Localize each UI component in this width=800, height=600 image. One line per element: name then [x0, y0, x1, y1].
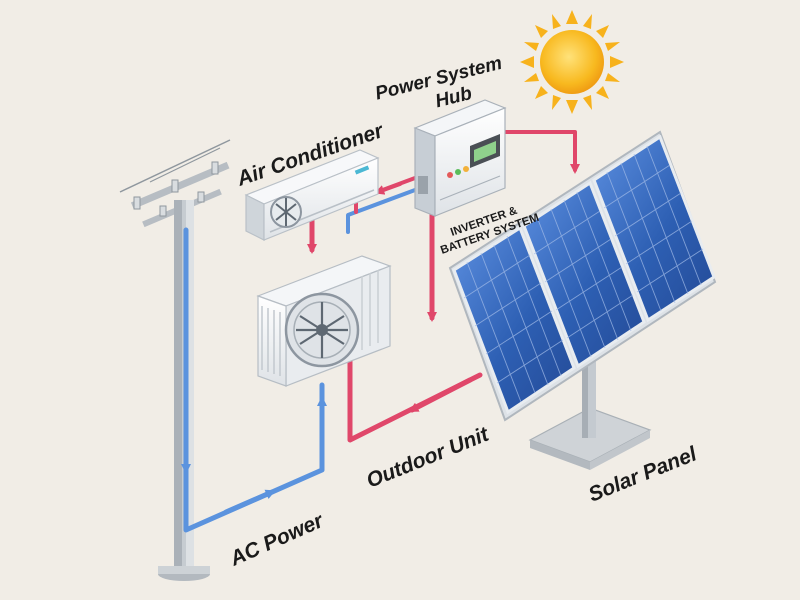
- sun-icon: [520, 10, 624, 114]
- solar-panel-icon: [448, 130, 717, 470]
- label-outdoor-unit: Outdoor Unit: [363, 422, 493, 492]
- solar-to-hub-line: [503, 130, 580, 174]
- air-conditioner-icon: [244, 149, 380, 241]
- label-ac-power: AC Power: [226, 508, 329, 571]
- hub-to-ac-blue-line: [346, 188, 417, 234]
- utility-pole-icon: [119, 139, 231, 581]
- inverter-icon: [413, 99, 507, 217]
- outdoor-unit-icon: [256, 255, 392, 387]
